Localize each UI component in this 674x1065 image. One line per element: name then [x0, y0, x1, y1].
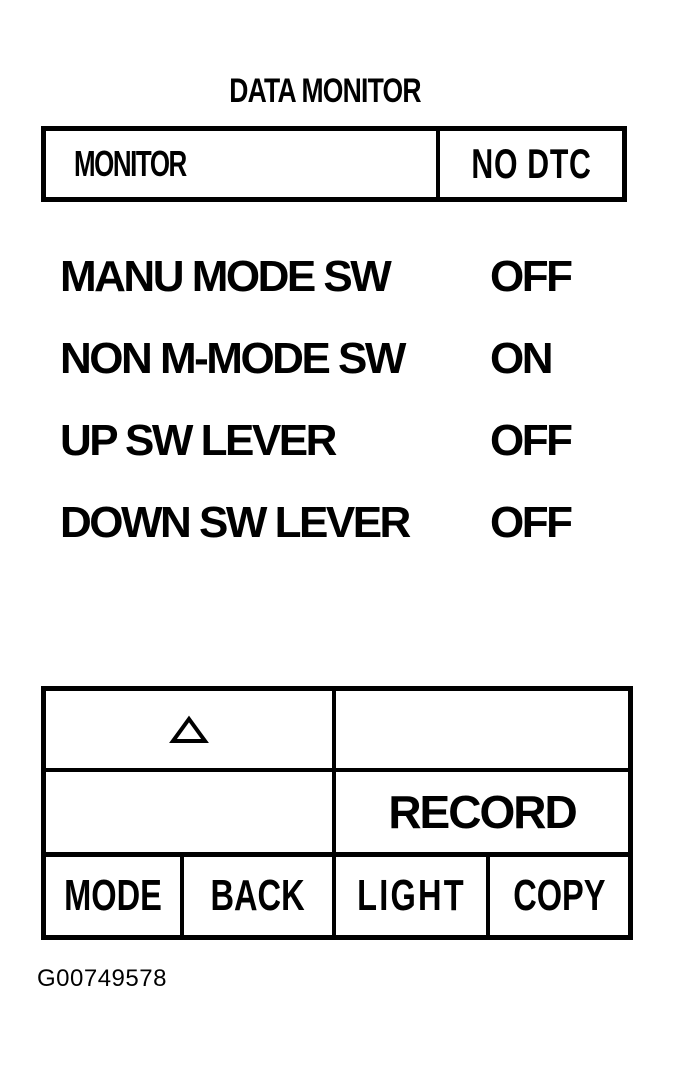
monitor-tab[interactable]: MONITOR	[46, 131, 440, 197]
mode-button-label: MODE	[64, 871, 162, 920]
figure-code: G00749578	[37, 965, 167, 992]
item-label: MANU MODE SW	[60, 252, 392, 301]
item-label: UP SW LEVER	[60, 416, 337, 465]
back-button[interactable]: BACK	[184, 857, 332, 935]
button-panel: RECORD MODE BACK LIGHT COPY	[41, 686, 633, 940]
item-label: DOWN SW LEVER	[60, 498, 411, 547]
record-button-label: RECORD	[388, 786, 577, 838]
monitor-tab-label: MONITOR	[74, 143, 187, 184]
list-item: UP SW LEVER OFF	[60, 400, 620, 482]
list-item: NON M-MODE SW ON	[60, 318, 620, 400]
item-label: NON M-MODE SW	[60, 334, 406, 383]
triangle-up-icon	[169, 715, 209, 743]
scroll-up-button[interactable]	[46, 691, 332, 768]
copy-button[interactable]: COPY	[490, 857, 628, 935]
record-button[interactable]: RECORD	[336, 772, 628, 852]
item-value: OFF	[490, 252, 573, 301]
light-button[interactable]: LIGHT	[336, 857, 486, 935]
back-button-label: BACK	[210, 871, 306, 920]
light-button-label: LIGHT	[356, 871, 466, 920]
monitor-header: MONITOR NO DTC	[41, 126, 627, 202]
list-item: DOWN SW LEVER OFF	[60, 482, 620, 564]
item-value: ON	[490, 334, 554, 383]
copy-button-label: COPY	[512, 871, 606, 920]
blank-button-mid-left[interactable]	[46, 772, 332, 852]
data-list: MANU MODE SW OFF NON M-MODE SW ON UP SW …	[60, 236, 620, 564]
screen-title: DATA MONITOR	[229, 72, 421, 110]
dtc-status-label: NO DTC	[470, 140, 592, 187]
blank-button-top-right[interactable]	[336, 691, 628, 768]
item-value: OFF	[490, 416, 573, 465]
list-item: MANU MODE SW OFF	[60, 236, 620, 318]
mode-button[interactable]: MODE	[46, 857, 180, 935]
item-value: OFF	[490, 498, 573, 547]
dtc-status: NO DTC	[440, 131, 622, 197]
